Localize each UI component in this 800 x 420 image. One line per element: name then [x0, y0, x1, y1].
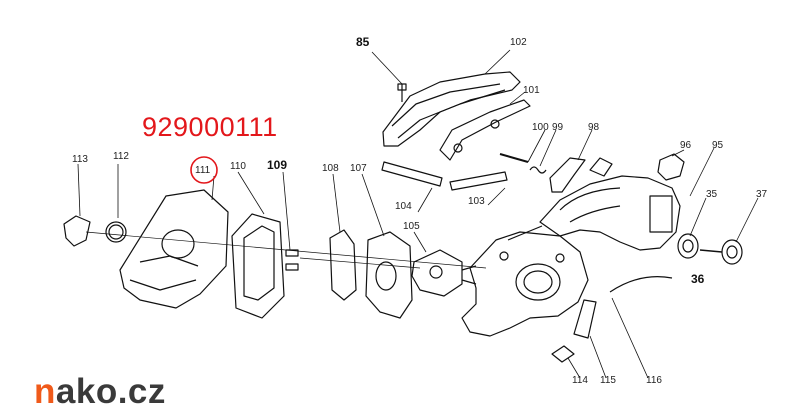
part-111-air-filter-cover — [119, 175, 229, 309]
part-108-gasket — [329, 173, 357, 301]
brand-logo-accent: n — [34, 372, 56, 411]
part-101-buffer — [439, 91, 531, 161]
part-113-knob — [63, 163, 91, 247]
part-104-tube — [381, 161, 443, 213]
label-109: 109 — [267, 158, 287, 172]
label-105: 105 — [403, 221, 420, 232]
label-107: 107 — [350, 163, 367, 174]
part-110-filter — [231, 171, 285, 319]
part-code-title: 929000111 — [142, 112, 278, 142]
brand-logo-text: ako.cz — [55, 372, 166, 411]
label-113: 113 — [72, 154, 88, 165]
label-111: 111 — [195, 165, 211, 176]
label-101: 101 — [523, 85, 540, 96]
part-98-lever — [549, 129, 593, 193]
label-108: 108 — [322, 163, 339, 174]
part-109-screws — [282, 171, 299, 271]
label-115: 115 — [600, 375, 616, 386]
part-85-screw — [371, 51, 407, 102]
label-112: 112 — [113, 151, 129, 162]
label-114: 114 — [572, 375, 588, 386]
part-100-pin — [499, 129, 546, 163]
part-114-clip — [551, 345, 581, 379]
label-103: 103 — [468, 196, 485, 207]
part-37-nut — [721, 197, 759, 265]
part-96-button — [657, 149, 685, 181]
brand-logo[interactable]: nako.cz — [34, 372, 166, 412]
label-36: 36 — [691, 272, 705, 286]
label-95: 95 — [712, 140, 724, 151]
label-37: 37 — [756, 189, 768, 200]
label-85: 85 — [356, 35, 370, 49]
part-111-highlight-circle — [190, 156, 218, 184]
part-115-trigger — [573, 299, 607, 379]
label-104: 104 — [395, 201, 412, 212]
part-95-rear-handle — [539, 147, 715, 251]
label-99: 99 — [552, 122, 564, 133]
part-103-tube — [449, 171, 508, 206]
part-102-handle — [382, 49, 521, 147]
label-96: 96 — [680, 140, 692, 151]
label-100: 100 — [532, 122, 549, 133]
label-116: 116 — [646, 375, 662, 386]
label-110: 110 — [230, 161, 246, 172]
part-36-spacer — [699, 249, 723, 253]
part-116-cable — [609, 276, 673, 379]
part-107-plate — [361, 173, 413, 319]
main-housing — [461, 225, 589, 337]
label-102: 102 — [510, 37, 527, 48]
label-98: 98 — [588, 122, 600, 133]
label-35: 35 — [706, 189, 718, 200]
part-112-o-ring — [105, 164, 127, 243]
part-99-spring — [529, 129, 557, 174]
part-35-washer — [677, 197, 707, 259]
